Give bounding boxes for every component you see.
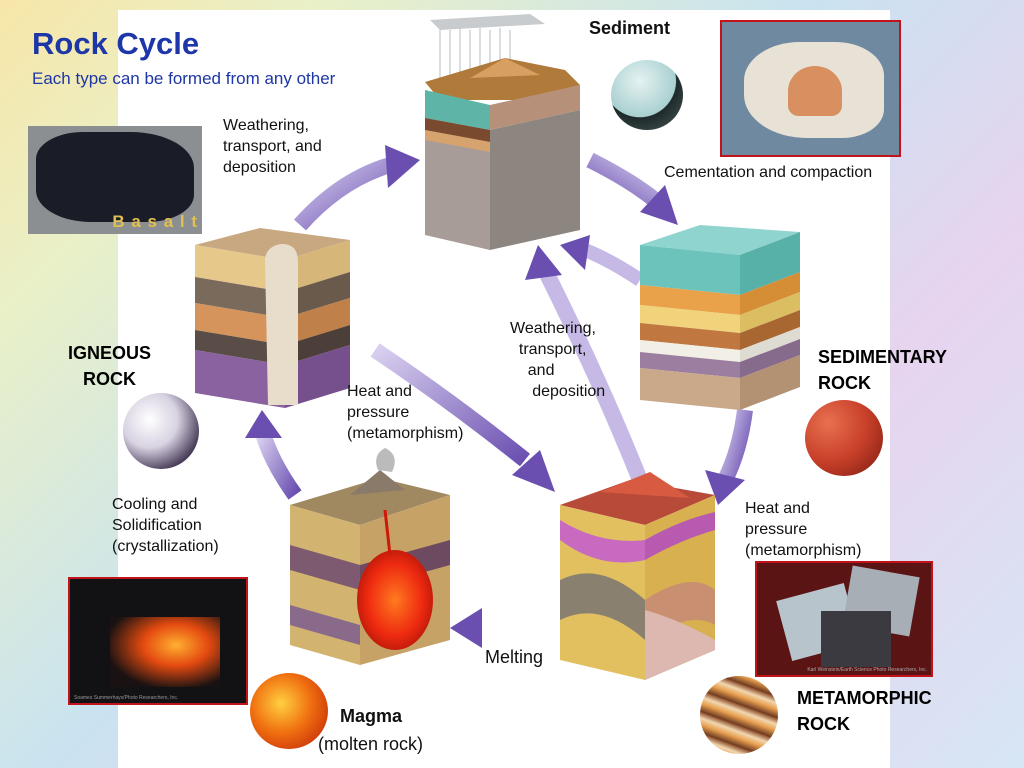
cementation-label: Cementation and compaction: [664, 164, 873, 181]
arrow-sedimentary-to-sediment-back: [560, 235, 644, 286]
sediment-block: [425, 14, 580, 250]
arrow-igneous-to-sediment: [294, 145, 420, 231]
arrow-igneous-to-metamorphic: [370, 343, 555, 492]
magma-label: Magma: [340, 706, 403, 726]
page-title: Rock Cycle: [32, 26, 200, 61]
weathering-transport-deposition-label: Weathering, transport, and deposition: [223, 117, 322, 176]
metamorphic-rock-label: METAMORPHIC ROCK: [797, 688, 932, 734]
weathering-center-label: Weathering, transport, and deposition: [510, 320, 606, 400]
arrow-metamorphic-to-magma: [450, 608, 555, 648]
basalt-caption: B a s a l t: [112, 212, 198, 231]
metamorphic-photo: Karl Weinstein/Earth Science Photo Resea…: [755, 561, 933, 677]
arrow-sediment-to-sedimentary: [586, 152, 678, 225]
heat-pressure-right-label: Heat and pressure (metamorphism): [745, 500, 862, 559]
volcano-photo: Soames Summerhays/Photo Researchers, Inc…: [68, 577, 248, 705]
cooling-solidification-label: Cooling and Solidification (crystallizat…: [112, 496, 219, 555]
fossil-photo: [720, 20, 901, 157]
arrow-sedimentary-to-metamorphic: [705, 408, 753, 505]
sediment-label: Sediment: [589, 18, 671, 38]
metamorphic-sample-circle: [700, 676, 778, 754]
metamorphic-photo-credit: Karl Weinstein/Earth Science Photo Resea…: [807, 667, 927, 673]
magma-block: [290, 448, 450, 665]
page-subtitle: Each type can be formed from any other: [32, 69, 336, 88]
heat-pressure-center-label: Heat and pressure (metamorphism): [347, 383, 464, 442]
arrow-magma-to-igneous: [245, 410, 302, 500]
magma-sample-circle: [250, 673, 328, 749]
metamorphic-block: [560, 472, 715, 680]
magma-subtitle-label: (molten rock): [318, 734, 424, 754]
sediment-sample-circle: [611, 60, 683, 130]
igneous-block: [195, 228, 350, 408]
arrow-metamorphic-to-sediment: [525, 245, 648, 483]
sedimentary-block: [640, 225, 800, 410]
sedimentary-rock-label: SEDIMENTARY ROCK: [818, 347, 948, 393]
melting-label: Melting: [485, 647, 544, 667]
volcano-photo-credit: Soames Summerhays/Photo Researchers, Inc…: [74, 695, 179, 701]
igneous-rock-label: IGNEOUS ROCK: [68, 343, 152, 389]
igneous-sample-circle: [123, 393, 199, 469]
sedimentary-sample-circle: [805, 400, 883, 476]
basalt-photo: B a s a l t: [28, 126, 202, 234]
